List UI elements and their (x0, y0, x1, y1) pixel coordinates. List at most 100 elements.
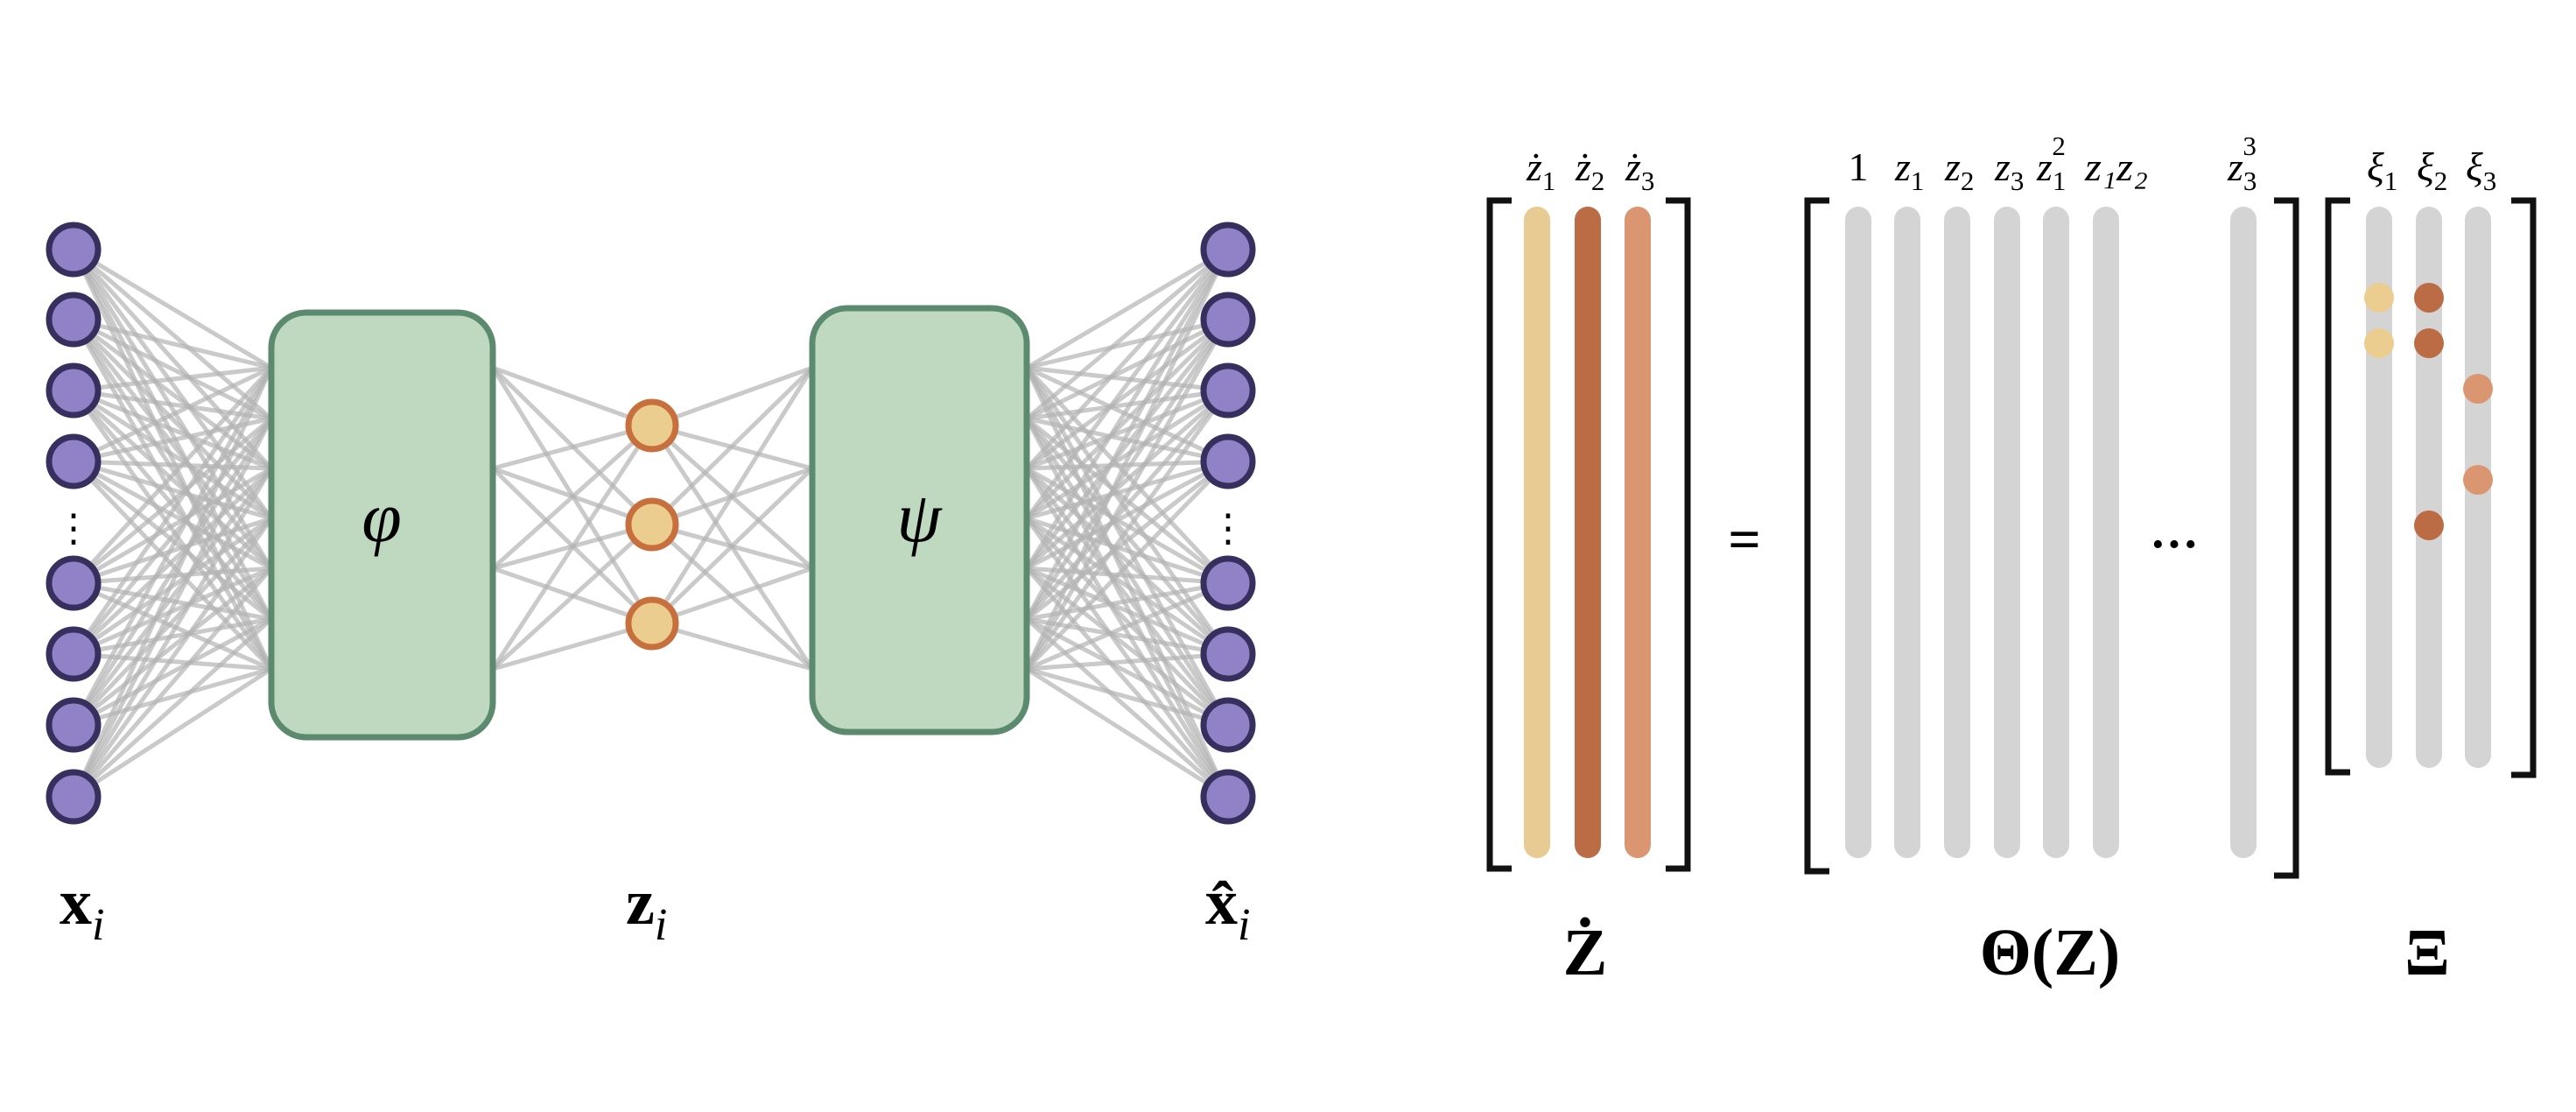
decoder-to-output-edge (1026, 651, 1229, 672)
input-to-encoder-edge (73, 317, 272, 370)
input-to-encoder-edge (72, 417, 273, 656)
xi-column-label-1: ξ1 (2367, 144, 2397, 196)
network-edges (71, 247, 1231, 799)
decoder-to-output-edge (1025, 317, 1230, 421)
theta-column-label-1: 1 (1849, 144, 1869, 189)
input-label: xi (60, 867, 104, 950)
theta-column-label-z1: z1 (1894, 144, 1924, 196)
decoder-to-output-edge (1026, 388, 1229, 421)
input-to-encoder-edge (73, 581, 272, 622)
decoder-to-output-edge (1025, 318, 1230, 570)
xi-coefficient-dot (2414, 510, 2444, 540)
input-to-encoder-edge (71, 248, 274, 570)
input-to-encoder-edge (72, 617, 273, 799)
decoder-to-output-edge (1026, 666, 1229, 728)
input-to-encoder-edge (71, 248, 274, 621)
latent-to-decoder-edge (650, 366, 814, 526)
input-to-encoder-edge (72, 248, 273, 470)
output-ellipsis: ⋮ (1209, 507, 1247, 550)
decoder-to-output-edge (1024, 389, 1231, 671)
input-to-encoder-edge (72, 366, 273, 585)
decoder-to-output-edge (1026, 459, 1229, 471)
decoder-to-output-edge (1024, 248, 1231, 570)
input-to-encoder-edge (73, 365, 272, 393)
input-to-encoder-edge (72, 467, 273, 656)
equals-sign: = (1728, 508, 1761, 572)
theta-matrix-label: Θ(Z) (1980, 916, 2120, 989)
input-to-encoder-edge (71, 389, 274, 671)
encoder-symbol: φ (361, 477, 401, 557)
output-node (1200, 697, 1256, 753)
encoder-to-latent-edge (491, 424, 654, 570)
input-to-encoder-edge (71, 517, 274, 799)
theta-ellipsis: ··· (2150, 517, 2199, 572)
decoder-to-output-edge (1024, 467, 1231, 799)
decoder-to-output-edge (1025, 460, 1230, 671)
xi-coefficient-dot (2463, 374, 2493, 404)
input-node (46, 433, 102, 489)
decoder-to-output-edge (1025, 459, 1230, 571)
decoder-symbol: ψ (897, 477, 944, 557)
decoder-to-output-edge (1024, 318, 1231, 621)
input-node (46, 697, 102, 753)
xi-coefficient-dot (2414, 328, 2444, 358)
latent-to-decoder-edge (651, 365, 813, 428)
latent-node (625, 398, 679, 453)
decoder-to-output-edge (1024, 248, 1231, 621)
xi-right-bracket (2511, 197, 2537, 778)
input-node (46, 769, 102, 825)
latent-node (625, 596, 679, 651)
decoder-to-output-edge (1025, 247, 1230, 370)
decoder-to-output-edge (1026, 581, 1229, 672)
encoder-to-latent-edge (491, 523, 654, 671)
input-to-encoder-edge (71, 366, 274, 799)
output-node (1200, 433, 1256, 489)
input-to-encoder-edge (72, 567, 273, 799)
zdot-column-label-1: ż1 (1526, 144, 1555, 196)
input-to-encoder-edge (72, 666, 273, 799)
latent-to-decoder-edge (650, 467, 814, 625)
output-node (1200, 769, 1256, 825)
input-node (46, 222, 102, 278)
theta-column-label-z1-squared: z12 (2036, 130, 2066, 196)
decoder-block (809, 305, 1030, 735)
input-to-encoder-edge (72, 616, 273, 728)
decoder-to-output-edge (1026, 388, 1229, 471)
decoder-to-output-edge (1025, 248, 1230, 470)
xi-matrix: ξ1 ξ2 ξ3 Ξ (2325, 144, 2537, 989)
output-node (1200, 222, 1256, 278)
input-to-encoder-edge (73, 666, 272, 728)
xi-column-label-3: ξ3 (2466, 144, 2496, 196)
xi-coefficient-dot (2414, 283, 2444, 313)
decoder-to-output-edge (1025, 666, 1230, 799)
input-to-encoder-edge (72, 247, 273, 370)
input-to-encoder-edge (73, 581, 272, 672)
encoder-to-latent-edge (490, 424, 655, 671)
decoder-to-output-edge (1024, 318, 1231, 671)
encoder-block (268, 309, 496, 741)
output-label: x̂i (1205, 867, 1250, 950)
output-node (1200, 292, 1256, 348)
xi-nonzero-coefficients (2364, 283, 2493, 540)
input-to-encoder-edge (71, 467, 274, 799)
autoencoder-diagram: φ ψ ⋮ ⋮ xi zi x̂i (46, 222, 1256, 950)
decoder-to-output-edge (1024, 248, 1231, 671)
input-node (46, 292, 102, 348)
theta-column-label-z2: z2 (1944, 144, 1974, 196)
input-to-encoder-edge (71, 417, 274, 799)
input-to-encoder-edge (71, 366, 274, 727)
latent-to-decoder-edge (651, 566, 813, 626)
theta-column-label-z3-cubed: z33 (2227, 130, 2257, 196)
zdot-column-label-2: ż2 (1575, 144, 1604, 196)
zdot-right-bracket (1666, 197, 1691, 872)
theta-column-label-z3: z3 (1994, 144, 2024, 196)
decoder-to-output-edge (1024, 417, 1231, 727)
input-to-encoder-edge (72, 517, 273, 727)
input-to-encoder-edge (71, 417, 274, 727)
output-node (1200, 555, 1256, 611)
decoder-to-output-edge (1024, 517, 1231, 799)
decoder-to-output-edge (1025, 248, 1230, 420)
input-node (46, 626, 102, 682)
